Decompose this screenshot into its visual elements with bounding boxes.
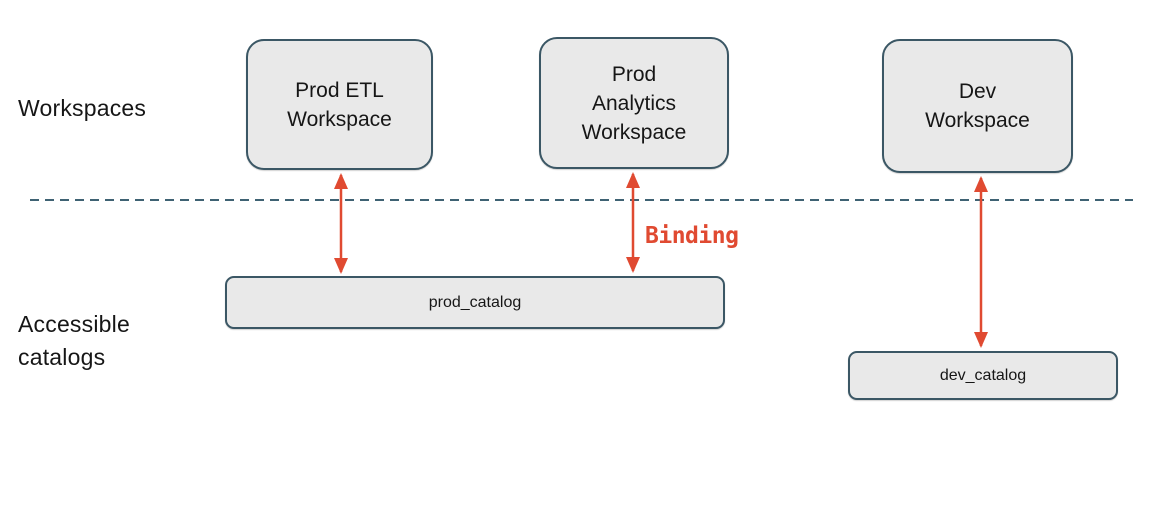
catalog-node-prod-catalog: prod_catalog — [225, 276, 725, 329]
catalog-node-dev-catalog-label: dev_catalog — [939, 366, 1027, 384]
workspace-node-prod-etl-label: Prod ETL Workspace — [287, 78, 392, 131]
catalog-node-dev-catalog: dev_catalog — [848, 351, 1118, 400]
workspace-node-prod-analytics-label: Prod Analytics Workspace — [581, 62, 687, 144]
accessible-catalogs-row-label: Accessible catalogs — [18, 311, 130, 370]
binding-annotation: Binding — [645, 223, 739, 249]
workspace-node-dev: Dev Workspace — [882, 39, 1073, 173]
workspace-node-prod-analytics: Prod Analytics Workspace — [539, 37, 729, 169]
catalog-node-prod-catalog-label: prod_catalog — [428, 293, 522, 311]
workspace-node-dev-label: Dev Workspace — [925, 80, 1030, 132]
workspace-node-prod-etl: Prod ETL Workspace — [246, 39, 433, 170]
workspaces-row-label: Workspaces — [18, 95, 147, 121]
